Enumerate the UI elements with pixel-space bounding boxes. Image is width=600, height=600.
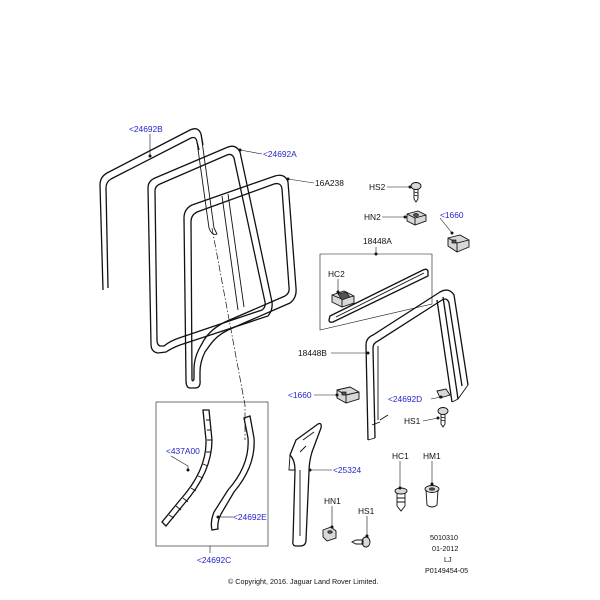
part-437A00[interactable] bbox=[161, 409, 213, 527]
label-16A238: 16A238 bbox=[315, 178, 344, 188]
label-HN1: HN1 bbox=[324, 496, 341, 506]
label-24692E[interactable]: <24692E bbox=[233, 512, 267, 522]
part-18448B[interactable] bbox=[365, 289, 469, 441]
meta-date: 01-2012 bbox=[432, 544, 458, 553]
meta-ref: P0149454-05 bbox=[425, 566, 468, 575]
label-18448A: 18448A bbox=[363, 236, 392, 246]
part-24692A[interactable] bbox=[147, 145, 273, 354]
part-HM1-grommet[interactable] bbox=[424, 485, 440, 508]
part-16A238[interactable] bbox=[183, 174, 297, 389]
part-25324[interactable] bbox=[288, 422, 322, 547]
part-HC2-clip[interactable] bbox=[331, 290, 355, 308]
label-HM1: HM1 bbox=[423, 451, 441, 461]
group-18448A[interactable] bbox=[319, 253, 433, 331]
drawing-meta: 5010310 01-2012 LJ P0149454-05 bbox=[425, 533, 468, 575]
label-24692A[interactable]: <24692A bbox=[263, 149, 297, 159]
label-24692C[interactable]: <24692C bbox=[197, 555, 231, 565]
meta-initials: LJ bbox=[444, 555, 452, 564]
part-24692D[interactable] bbox=[436, 388, 451, 399]
part-HS1-screw-lower[interactable] bbox=[350, 536, 371, 548]
leader-lines bbox=[148, 134, 454, 553]
label-HS1-lower: HS1 bbox=[358, 506, 375, 516]
part-HN2-nut[interactable] bbox=[406, 210, 427, 226]
label-HN2: HN2 bbox=[364, 212, 381, 222]
group-24692C[interactable] bbox=[155, 401, 269, 547]
meta-code: 5010310 bbox=[430, 533, 458, 542]
label-1660-top[interactable]: <1660 bbox=[440, 210, 464, 220]
label-HC1: HC1 bbox=[392, 451, 409, 461]
part-HS1-screw-upper[interactable] bbox=[437, 407, 449, 428]
part-1660-clip-top[interactable] bbox=[447, 234, 470, 253]
label-24692D[interactable]: <24692D bbox=[388, 394, 422, 404]
part-labels: <24692B <24692A 16A238 HS2 HN2 <1660 184… bbox=[129, 124, 464, 565]
part-24692B[interactable] bbox=[99, 128, 218, 291]
label-24692B[interactable]: <24692B bbox=[129, 124, 163, 134]
copyright-notice: © Copyright, 2016. Jaguar Land Rover Lim… bbox=[228, 577, 378, 586]
part-24692E[interactable] bbox=[210, 415, 255, 531]
part-1660-clip-bottom[interactable] bbox=[336, 386, 360, 404]
label-HS1-upper: HS1 bbox=[404, 416, 421, 426]
label-HC2: HC2 bbox=[328, 269, 345, 279]
label-18448B: 18448B bbox=[298, 348, 327, 358]
label-25324[interactable]: <25324 bbox=[333, 465, 362, 475]
part-HS2-screw[interactable] bbox=[410, 182, 422, 203]
label-HS2: HS2 bbox=[369, 182, 386, 192]
label-1660-bottom[interactable]: <1660 bbox=[288, 390, 312, 400]
label-437A00[interactable]: <437A00 bbox=[166, 446, 200, 456]
part-HC1-clip[interactable] bbox=[394, 487, 408, 512]
part-HN1-nut[interactable] bbox=[322, 526, 337, 542]
